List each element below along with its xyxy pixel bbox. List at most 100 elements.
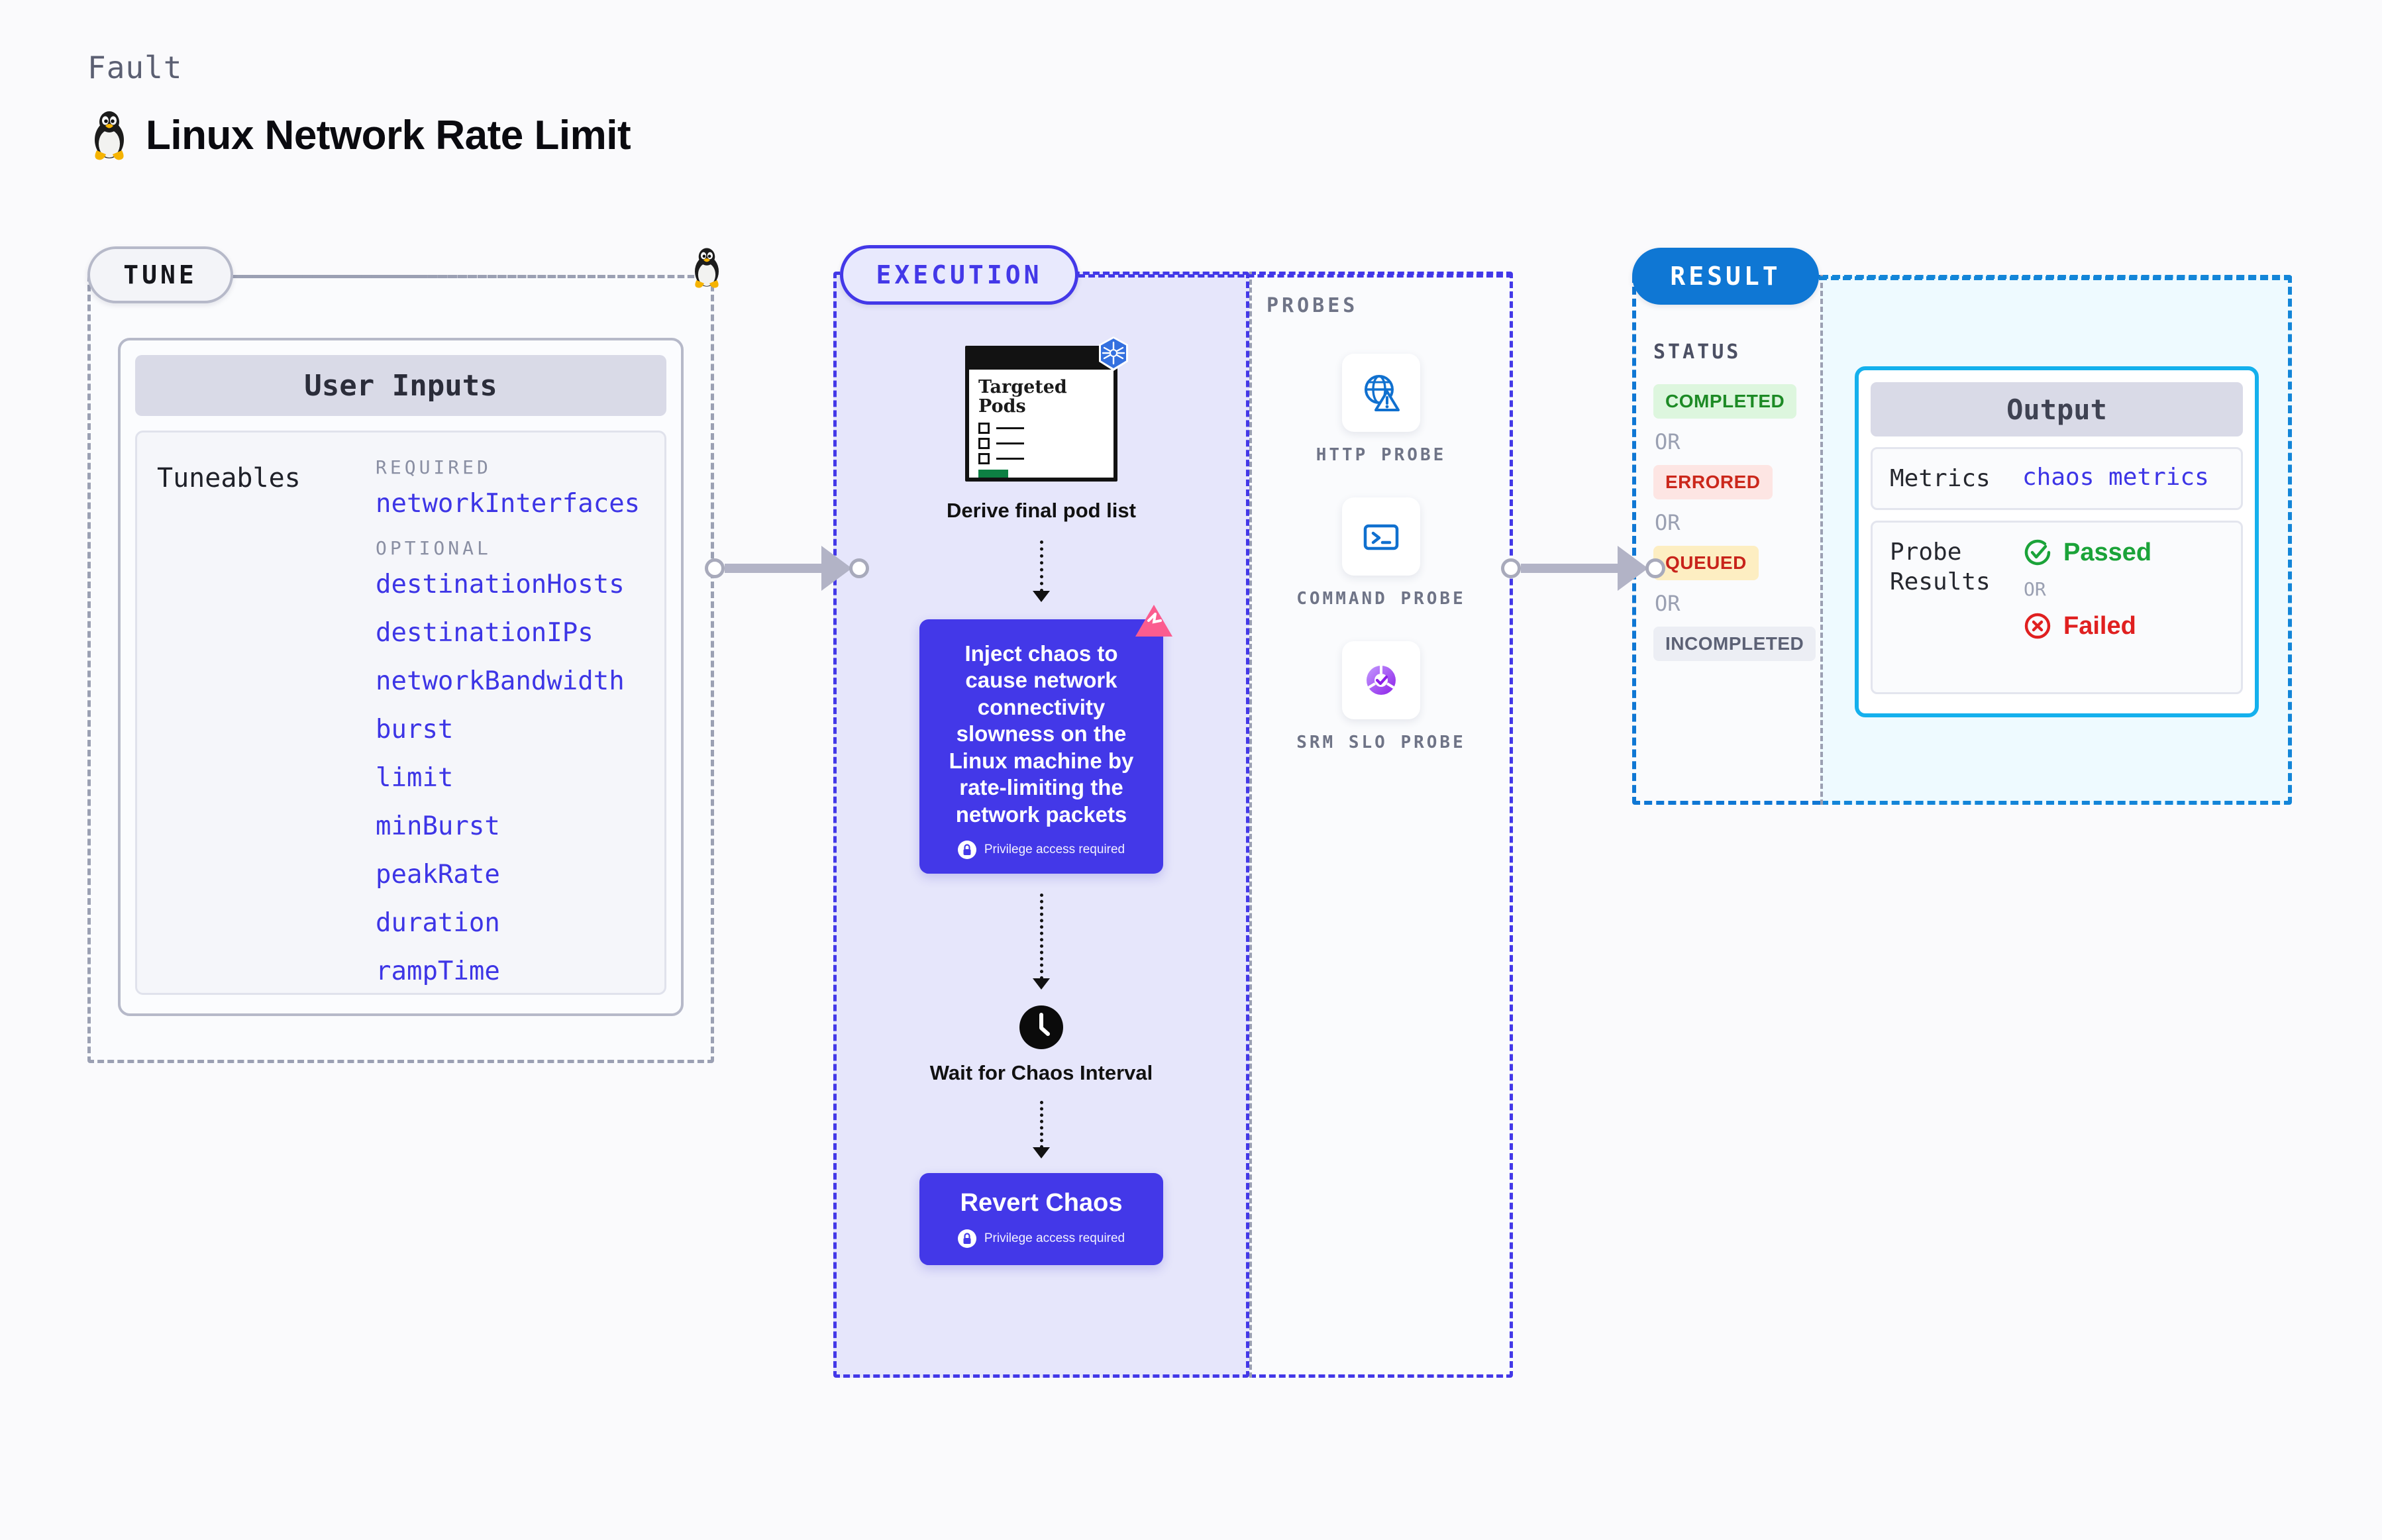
probe-result-failed: Failed bbox=[2022, 611, 2151, 641]
arrow-head bbox=[1033, 590, 1050, 602]
derive-pod-list-caption: Derive final pod list bbox=[947, 499, 1136, 522]
pods-checklist-row bbox=[978, 423, 1104, 435]
tuneable-item[interactable]: networkInterfaces bbox=[376, 489, 641, 519]
tuneable-item[interactable]: minBurst bbox=[376, 811, 500, 841]
terminal-icon bbox=[1363, 524, 1399, 550]
execution-section-pill[interactable]: EXECUTION bbox=[840, 245, 1078, 305]
probe-or-label: OR bbox=[2024, 578, 2046, 600]
output-metrics-key: Metrics bbox=[1890, 465, 1991, 492]
output-probe-key: Probe Results bbox=[1890, 539, 1991, 595]
tuneables-list: REQUIRED networkInterfaces OPTIONAL dest… bbox=[376, 456, 641, 986]
revert-chaos-card[interactable]: Revert Chaos Privilege access required bbox=[919, 1173, 1163, 1266]
probe-item-command[interactable]: COMMAND PROBE bbox=[1296, 497, 1466, 611]
globe-alert-icon bbox=[1364, 375, 1400, 411]
arrow-shaft bbox=[1039, 1101, 1043, 1149]
pods-card-title: Targeted Pods bbox=[978, 377, 1067, 417]
arrow-shaft bbox=[1039, 893, 1043, 980]
inject-chaos-text: Inject chaos to cause network connectivi… bbox=[949, 641, 1134, 827]
tuneable-item[interactable]: limit bbox=[376, 763, 454, 793]
placeholder-line bbox=[996, 427, 1024, 430]
arrow-shaft bbox=[1039, 540, 1043, 592]
probes-list: HTTP PROBE COMMAND PROBE bbox=[1249, 311, 1513, 754]
placeholder-line bbox=[996, 458, 1024, 460]
inject-chaos-card[interactable]: Inject chaos to cause network connectivi… bbox=[919, 604, 1172, 874]
privilege-note-row: Privilege access required bbox=[957, 1229, 1125, 1249]
tuneables-group-heading-required: REQUIRED bbox=[376, 456, 492, 478]
flow-arrow-3 bbox=[1033, 1101, 1050, 1159]
connector-end-dot bbox=[849, 558, 869, 578]
wait-for-chaos-caption: Wait for Chaos Interval bbox=[929, 1060, 1153, 1084]
connector-start-dot bbox=[705, 558, 725, 578]
tuneable-item[interactable]: destinationHosts bbox=[376, 570, 625, 599]
targeted-pods-node[interactable]: Targeted Pods bbox=[965, 336, 1128, 482]
lock-icon bbox=[957, 840, 976, 859]
probes-section-frame bbox=[1249, 272, 1513, 1378]
probe-label: SRM SLO PROBE bbox=[1296, 733, 1466, 753]
pods-card-body: Targeted Pods bbox=[969, 370, 1113, 478]
slo-donut-check-icon bbox=[1367, 666, 1396, 695]
status-badge: INCOMPLETED bbox=[1653, 627, 1816, 661]
tuneable-item[interactable]: burst bbox=[376, 715, 454, 744]
output-metrics-value[interactable]: chaos metrics bbox=[2022, 464, 2209, 491]
user-inputs-title: User Inputs bbox=[135, 355, 666, 416]
linux-tux-icon-small bbox=[695, 248, 719, 288]
flow-arrow-2 bbox=[1033, 893, 1050, 990]
status-badge: ERRORED bbox=[1653, 465, 1773, 499]
result-section-pill[interactable]: RESULT bbox=[1632, 248, 1819, 305]
connector-shaft bbox=[725, 564, 824, 573]
output-card: Output Metrics chaos metrics Probe Resul… bbox=[1855, 366, 2259, 717]
connector-end-dot bbox=[1645, 558, 1665, 578]
probe-result-passed: Passed bbox=[2022, 537, 2151, 568]
tuneable-item[interactable]: rampTime bbox=[376, 956, 500, 986]
checkbox-icon bbox=[978, 438, 990, 450]
connector-tune-to-execution bbox=[705, 546, 869, 591]
or-label: OR bbox=[1655, 591, 1681, 616]
x-circle-icon bbox=[2024, 613, 2051, 639]
pods-green-bar bbox=[978, 470, 1008, 478]
tuneable-item[interactable]: destinationIPs bbox=[376, 618, 594, 648]
tuneables-label: Tuneables bbox=[157, 463, 301, 493]
output-probe-results-row: Probe Results Passed OR Failed bbox=[1871, 521, 2243, 694]
execution-flow: Targeted Pods bbox=[833, 272, 1249, 1378]
flow-arrow-1 bbox=[1033, 540, 1050, 602]
tuneable-item[interactable]: networkBandwidth bbox=[376, 666, 625, 696]
privilege-note-text: Privilege access required bbox=[984, 842, 1125, 856]
tuneables-group-heading-optional: OPTIONAL bbox=[376, 537, 492, 559]
pods-card-titlebar bbox=[969, 350, 1113, 370]
output-title: Output bbox=[1871, 382, 2243, 436]
output-divider bbox=[1820, 275, 1823, 805]
execution-dash-line bbox=[1078, 274, 1513, 278]
tune-dash-line bbox=[233, 275, 714, 278]
probe-label: HTTP PROBE bbox=[1316, 445, 1447, 465]
probe-results-values: Passed OR Failed bbox=[2022, 537, 2151, 678]
arrow-head bbox=[1033, 1147, 1050, 1159]
connector-shaft bbox=[1521, 564, 1620, 573]
kubernetes-icon bbox=[1099, 336, 1128, 371]
checkbox-icon bbox=[978, 423, 990, 435]
connector-execution-to-result bbox=[1501, 546, 1665, 591]
probe-label: COMMAND PROBE bbox=[1296, 589, 1466, 609]
or-label: OR bbox=[1655, 429, 1681, 454]
tuneable-item[interactable]: peakRate bbox=[376, 860, 500, 890]
tuneable-item[interactable]: duration bbox=[376, 908, 500, 938]
probe-item-srm-slo[interactable]: SRM SLO PROBE bbox=[1296, 641, 1466, 754]
checkbox-icon bbox=[978, 453, 990, 465]
pods-checklist-row bbox=[978, 438, 1104, 450]
fault-kicker: Fault bbox=[87, 50, 183, 85]
probes-heading: PROBES bbox=[1267, 294, 1359, 317]
probe-tile bbox=[1342, 641, 1420, 720]
tune-section-pill[interactable]: TUNE bbox=[87, 246, 233, 303]
result-dash-line bbox=[1819, 276, 2292, 280]
page-title-row: Linux Network Rate Limit bbox=[87, 109, 631, 161]
status-badge: QUEUED bbox=[1653, 546, 1759, 580]
linux-tux-icon bbox=[95, 111, 124, 160]
lock-icon bbox=[957, 1229, 976, 1249]
probe-tile bbox=[1341, 354, 1420, 432]
clock-icon bbox=[1019, 1005, 1063, 1049]
targeted-pods-card: Targeted Pods bbox=[965, 346, 1117, 482]
status-heading: STATUS bbox=[1653, 340, 1741, 364]
probe-tile bbox=[1342, 497, 1420, 576]
connector-arrowhead bbox=[1618, 546, 1648, 591]
probe-item-http[interactable]: HTTP PROBE bbox=[1316, 354, 1447, 467]
